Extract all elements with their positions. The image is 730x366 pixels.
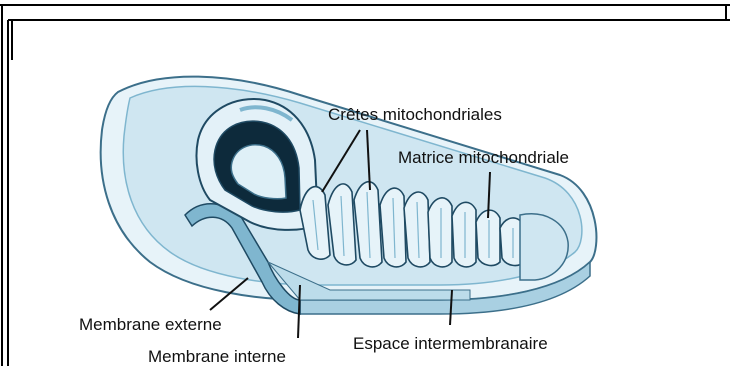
label-membrane-externe: Membrane externe: [79, 315, 222, 334]
label-cretes: Crêtes mitochondriales: [328, 105, 502, 124]
label-matrice: Matrice mitochondriale: [398, 148, 569, 167]
label-espace-intermembranaire: Espace intermembranaire: [353, 334, 548, 353]
label-membrane-interne: Membrane interne: [148, 347, 286, 366]
